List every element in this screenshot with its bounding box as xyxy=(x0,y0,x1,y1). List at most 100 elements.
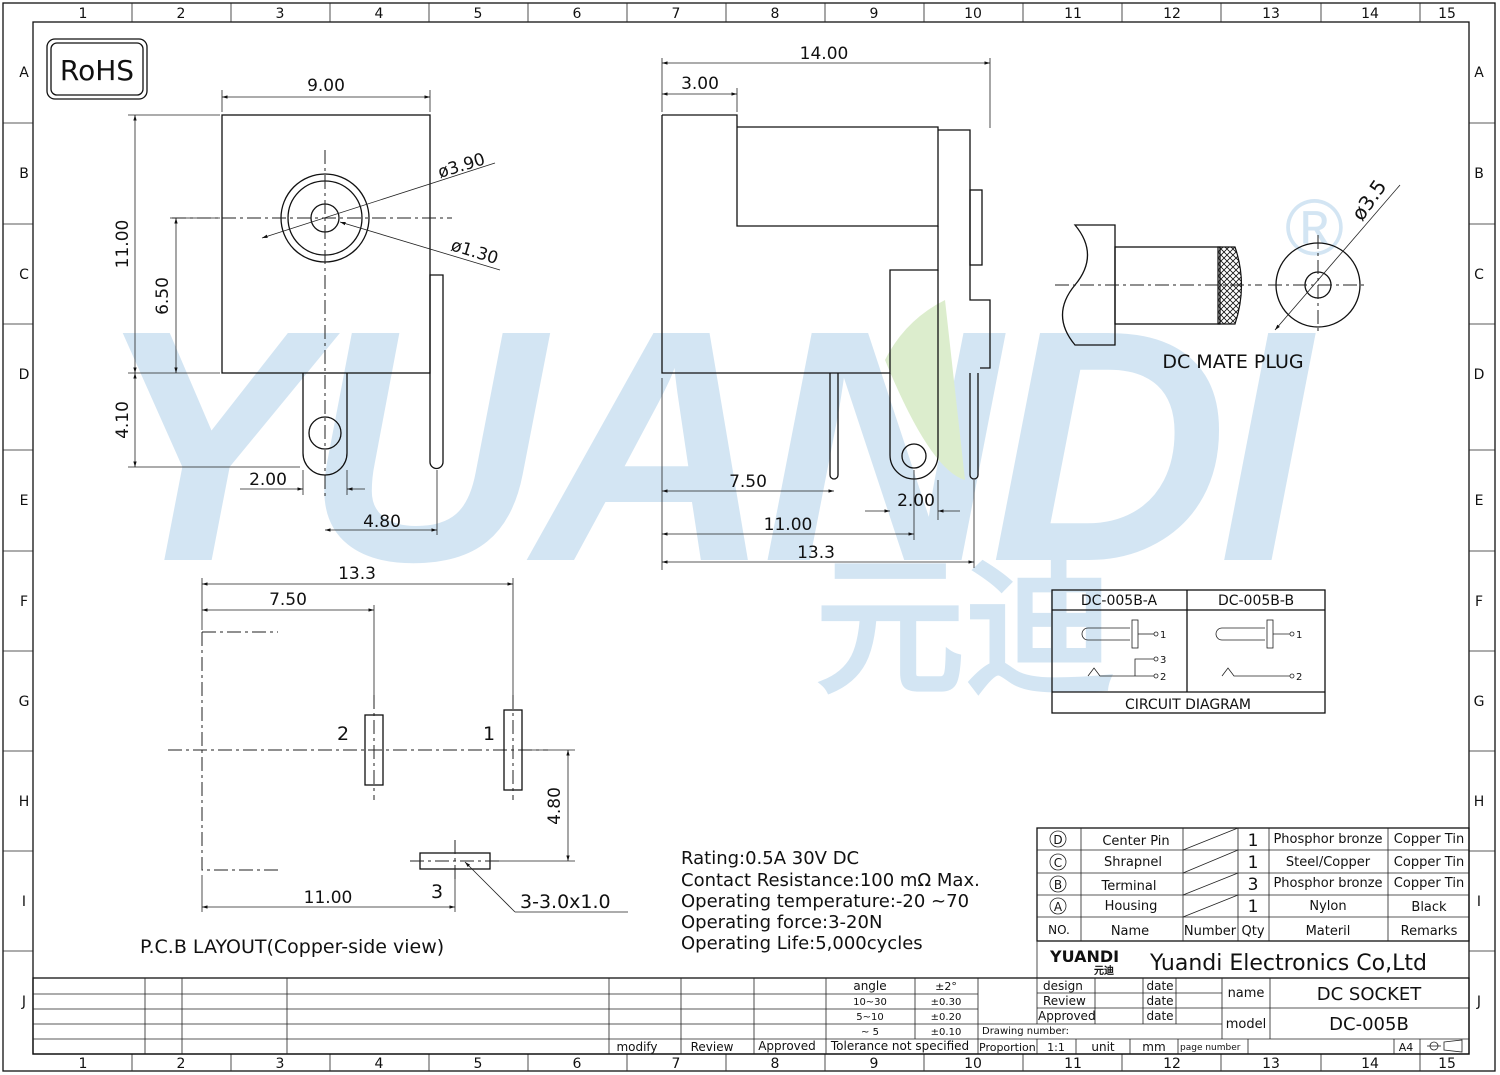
spec-operating-life: Operating Life:5,000cycles xyxy=(681,933,923,954)
side-housing xyxy=(661,115,939,374)
mate-plug-label: DC MATE PLUG xyxy=(1162,351,1303,373)
dim-width: 9.00 xyxy=(307,76,345,96)
bom-table: D Center Pin 1 Phosphor bronze Copper Ti… xyxy=(1036,827,1470,942)
pcb-slot-spec: 3-3.0x1.0 xyxy=(520,891,611,913)
review-label: Review xyxy=(1043,994,1086,1008)
dim-pin-depth: 4.10 xyxy=(113,401,133,439)
tol-r1: 10~30 xyxy=(853,997,887,1008)
dim-front: 3.00 xyxy=(681,74,719,94)
col-label: 9 xyxy=(870,6,879,22)
col-label: 2 xyxy=(177,1056,186,1072)
circuit-diagram: DC-005B-A DC-005B-B CIRCUIT DIAGRAM 1 2 … xyxy=(1051,589,1326,714)
bom-qty: 1 xyxy=(1248,897,1259,917)
tol-angle-value: ±2° xyxy=(935,980,957,993)
row-label: C xyxy=(19,267,29,283)
col-label: 7 xyxy=(672,6,681,22)
pcb-layout: 2 1 3 13.3 7.50 4.80 11.00 3-3.0x1.0 P.C… xyxy=(140,564,628,958)
bom-material: Nylon xyxy=(1309,899,1346,914)
page-number-label: page number xyxy=(1180,1043,1241,1053)
bom-no: B xyxy=(1054,878,1062,892)
col-label: 4 xyxy=(375,6,384,22)
dim-pin-width: 2.00 xyxy=(249,470,287,490)
watermark: YUANDI ® 元迪 xyxy=(95,183,1344,716)
col-label: 4 xyxy=(375,1056,384,1072)
drawing-number-label: Drawing number: xyxy=(982,1026,1069,1037)
pcb-pin-2: 2 xyxy=(337,723,349,745)
col-label: 13 xyxy=(1262,1056,1280,1072)
pin-1-label-b: 1 xyxy=(1296,630,1302,641)
dim-total-length: 14.00 xyxy=(800,44,849,64)
title-block: YUANDI 元迪 Yuandi Electronics Co,Ltd angl… xyxy=(32,941,1470,1055)
pcb-dim-750: 7.50 xyxy=(269,590,307,610)
col-label: 2 xyxy=(177,6,186,22)
col-label: 5 xyxy=(474,1056,483,1072)
bom-remarks: Copper Tin xyxy=(1394,876,1464,891)
side-terminal xyxy=(429,274,444,470)
dim-133: 13.3 xyxy=(797,543,835,563)
dim-center-height: 6.50 xyxy=(153,277,173,315)
bom-no: A xyxy=(1054,900,1063,914)
company-logo: YUANDI xyxy=(1049,947,1119,966)
date-label: date xyxy=(1146,979,1173,993)
tol-r1-value: ±0.30 xyxy=(931,997,962,1008)
row-label: F xyxy=(20,594,28,610)
proportion-label: Proportion xyxy=(979,1041,1036,1054)
bom-name: Shrapnel xyxy=(1104,855,1162,870)
unit-value: mm xyxy=(1142,1040,1165,1054)
rev-approved: Approved xyxy=(758,1039,816,1053)
bom-material: Steel/Copper xyxy=(1286,855,1371,870)
col-label: 5 xyxy=(474,6,483,22)
row-label: I xyxy=(22,894,26,910)
variant-a-label: DC-005B-A xyxy=(1081,593,1158,609)
col-label: 3 xyxy=(276,1056,285,1072)
bom-header-remarks: Remarks xyxy=(1401,924,1458,939)
dim-200: 2.00 xyxy=(897,491,935,511)
company-logo-chinese: 元迪 xyxy=(1094,964,1114,977)
row-label: G xyxy=(19,694,30,710)
bom-no: D xyxy=(1053,833,1062,847)
tol-angle: angle xyxy=(853,979,886,993)
bom-remarks: Copper Tin xyxy=(1394,832,1464,847)
col-label: 1 xyxy=(79,1056,88,1072)
col-label: 9 xyxy=(870,1056,879,1072)
pcb-pin-3: 3 xyxy=(431,881,443,903)
watermark-leaf xyxy=(885,300,965,480)
variant-b-label: DC-005B-B xyxy=(1218,593,1294,609)
approved-label: Approved xyxy=(1038,1009,1096,1023)
tol-r3: ~ 5 xyxy=(861,1027,879,1038)
tol-r3-value: ±0.10 xyxy=(931,1027,962,1038)
mate-plug: ø3.5 DC MATE PLUG xyxy=(1055,175,1401,373)
tol-note: Tolerance not specified xyxy=(830,1039,969,1053)
row-label: J xyxy=(21,994,26,1010)
bom-material: Phosphor bronze xyxy=(1273,876,1382,891)
bom-qty: 1 xyxy=(1248,853,1259,873)
col-label: 10 xyxy=(964,1056,982,1072)
bom-header-qty: Qty xyxy=(1241,924,1264,939)
specs: Rating:0.5A 30V DC Contact Resistance:10… xyxy=(681,848,980,954)
col-label: 1 xyxy=(79,6,88,22)
row-label: F xyxy=(1475,594,1483,610)
col-label: 13 xyxy=(1262,6,1280,22)
rohs-badge: RoHS xyxy=(46,38,148,100)
bom-header-no: NO. xyxy=(1048,923,1070,937)
unit-label: unit xyxy=(1091,1040,1115,1054)
housing-outline xyxy=(221,114,431,374)
row-label: C xyxy=(1474,267,1484,283)
col-label: 7 xyxy=(672,1056,681,1072)
col-label: 10 xyxy=(964,6,982,22)
col-label: 3 xyxy=(276,6,285,22)
bom-remarks: Black xyxy=(1411,900,1447,915)
bom-qty: 1 xyxy=(1248,831,1259,851)
bom-header-name: Name xyxy=(1111,924,1149,939)
row-label: D xyxy=(1474,367,1485,383)
model-label: model xyxy=(1226,1017,1266,1032)
part-name: DC SOCKET xyxy=(1317,984,1422,1005)
company-name: Yuandi Electronics Co,Ltd xyxy=(1149,951,1427,976)
rev-review: Review xyxy=(691,1040,734,1054)
pcb-dim-133: 13.3 xyxy=(338,564,376,584)
bom-qty: 3 xyxy=(1248,875,1259,895)
col-label: 15 xyxy=(1438,1056,1456,1072)
dim-pin-offset: 4.80 xyxy=(363,512,401,532)
row-label: A xyxy=(19,65,29,81)
